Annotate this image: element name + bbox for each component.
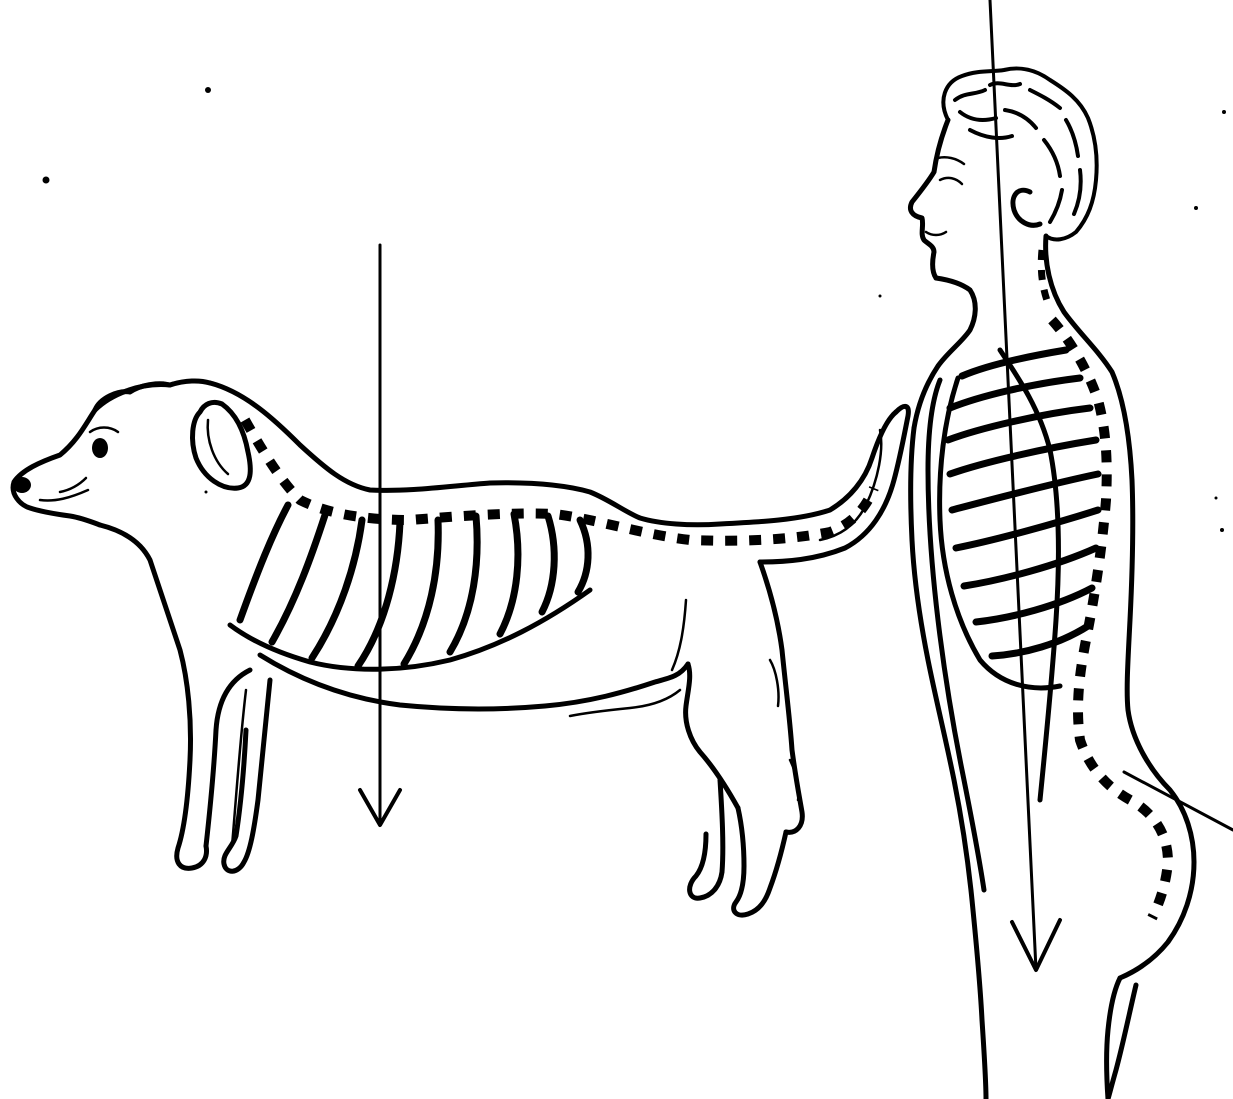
human-ear: [1013, 190, 1040, 225]
dog-rib-8: [542, 516, 554, 612]
dog-back-outline: [210, 383, 896, 525]
dog-ear-inner: [208, 420, 228, 474]
dog-ear: [193, 402, 251, 488]
dog-flank: [570, 690, 680, 716]
human-rib-3: [948, 408, 1090, 440]
human-eyebrow: [938, 157, 964, 164]
dog-rib-2: [272, 515, 325, 642]
human-pelvis-line: [1124, 772, 1233, 830]
human-rib-9: [992, 626, 1088, 656]
dog-front-leg-2: [224, 680, 270, 871]
human-hair-texture: [955, 83, 1081, 222]
dog-thigh-line: [672, 600, 686, 670]
dog-forehead-fur: [95, 381, 210, 410]
human-mouth: [926, 232, 946, 235]
human-face-profile: [910, 120, 948, 278]
dog-jaw: [60, 478, 86, 492]
human-figure: [910, 0, 1233, 1099]
dog-spine: [245, 420, 874, 541]
speck: [1215, 497, 1218, 500]
dog-hind-leg-back: [734, 808, 786, 915]
dog-rib-9: [578, 520, 588, 592]
dog-rib-1: [240, 505, 288, 620]
speck: [43, 177, 50, 184]
human-eye: [940, 178, 962, 184]
dog-brow: [90, 428, 118, 433]
dog-nose: [13, 477, 31, 493]
dog-rib-7: [500, 514, 518, 634]
human-chest-front: [911, 428, 986, 1099]
dog-rump: [760, 562, 802, 832]
dog-hind-paw: [690, 780, 723, 898]
human-rib-8: [976, 588, 1092, 622]
dog-hind-leg-front: [686, 664, 738, 808]
dog-eye: [92, 438, 108, 458]
dog-rib-6: [450, 516, 477, 652]
speck: [205, 87, 211, 93]
human-gravity-line: [990, 0, 1036, 970]
speck: [1222, 110, 1226, 114]
human-rib-7: [964, 548, 1096, 586]
speck: [205, 491, 208, 494]
human-rib-6: [956, 510, 1098, 548]
speck: [879, 295, 882, 298]
dog-chest: [100, 525, 206, 868]
speck: [1220, 528, 1224, 532]
human-arm-front: [928, 380, 984, 890]
human-rib-5: [952, 474, 1098, 510]
human-rib-2: [950, 378, 1080, 408]
dog-ribcage: [230, 505, 590, 669]
dog-rib-5: [404, 520, 438, 664]
dog-figure: [13, 245, 908, 915]
speck: [1194, 206, 1198, 210]
human-rib-4: [950, 440, 1096, 474]
dog-head-outline: [13, 385, 170, 525]
